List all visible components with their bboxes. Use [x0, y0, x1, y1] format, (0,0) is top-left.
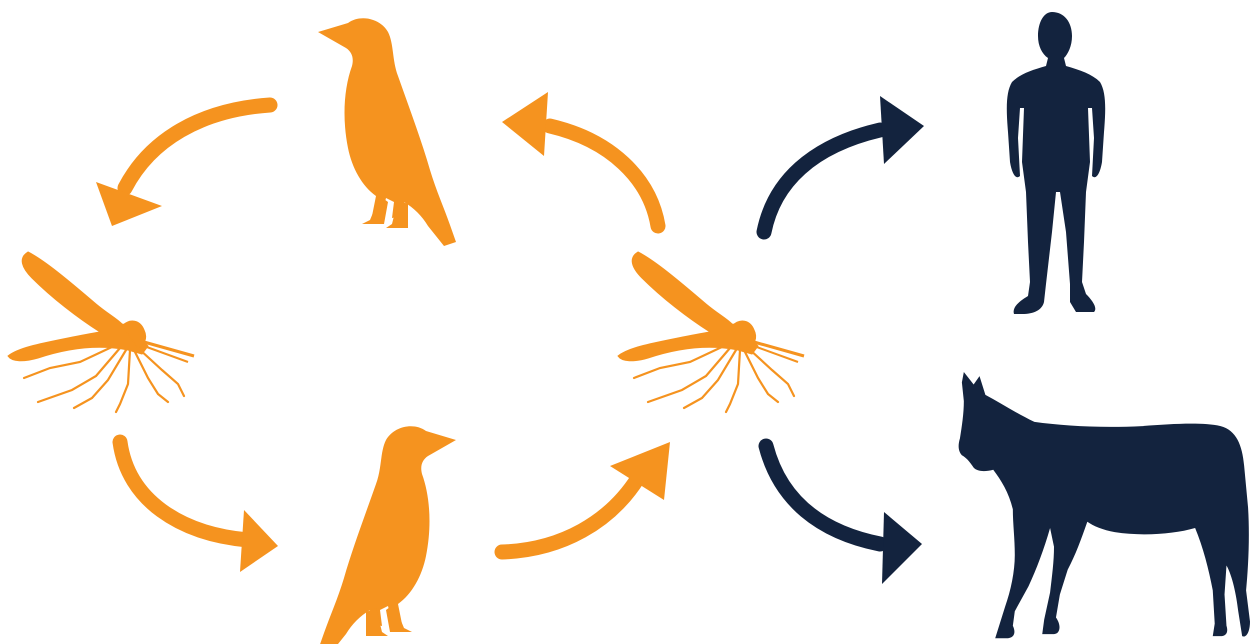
- bird-icon: [318, 18, 456, 246]
- horse-icon: [959, 372, 1250, 638]
- mosquito-icon: [8, 252, 194, 412]
- bird-icon: [318, 426, 456, 644]
- arrow-mosquito-left-to-bird-bottom: [120, 442, 278, 572]
- arrow-bird-top-to-mosquito-left: [96, 105, 270, 226]
- human-icon: [1007, 12, 1105, 314]
- mosquito-icon: [618, 252, 804, 412]
- arrow-bird-bottom-to-mosquito-right: [502, 442, 670, 552]
- arrow-mosquito-to-human: [764, 96, 924, 232]
- arrow-mosquito-right-to-bird-top: [502, 92, 658, 226]
- arrow-mosquito-to-horse: [766, 446, 922, 584]
- dead-end-arrows: [764, 96, 924, 584]
